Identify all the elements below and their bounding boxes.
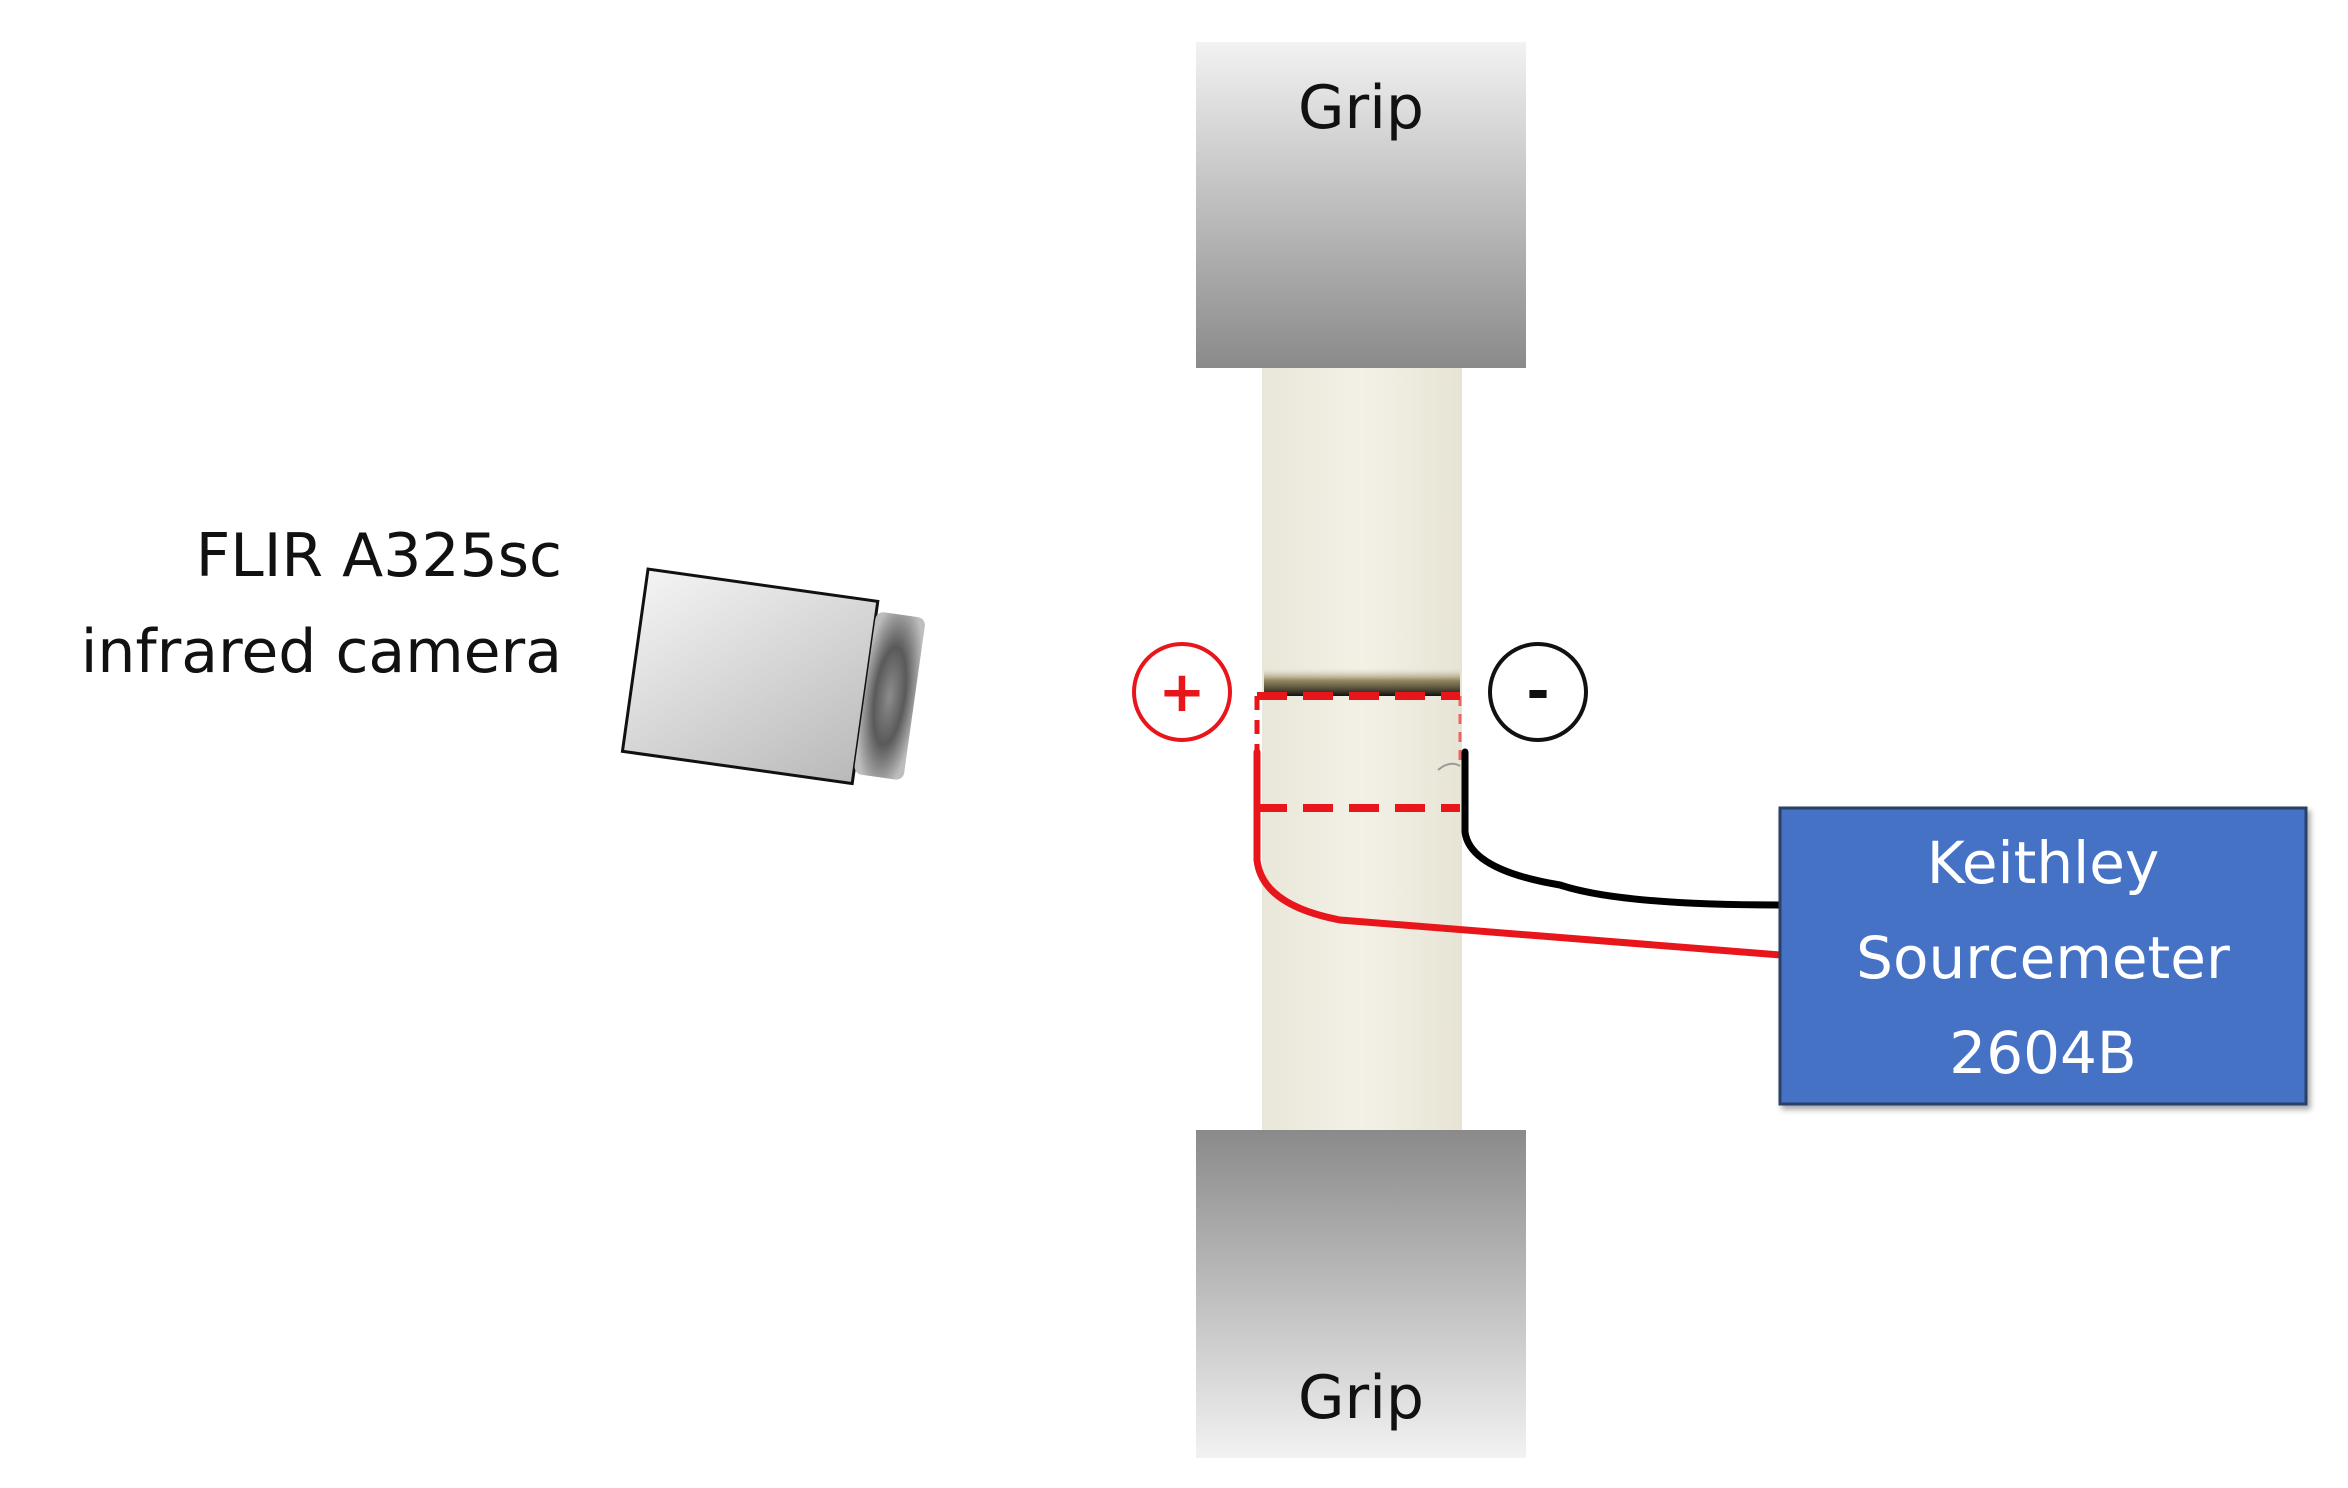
svg-text:+: +: [1159, 660, 1206, 725]
grip-top: [1196, 42, 1526, 368]
camera-label-line1: FLIR A325sc: [196, 521, 562, 591]
specimen-strip: [1262, 360, 1462, 1135]
positive-terminal-marker: +: [1132, 642, 1232, 742]
svg-text:-: -: [1526, 659, 1549, 724]
positive-wire: [1253, 748, 1784, 959]
grip-bottom: [1196, 1130, 1526, 1458]
burn-mark: [1264, 668, 1460, 696]
sourcemeter-box: Keithley Sourcemeter 2604B: [1778, 806, 2308, 1106]
camera-label-line2: infrared camera: [81, 617, 562, 687]
grip-top-label: Grip: [1298, 73, 1424, 143]
infrared-camera-icon: [620, 567, 925, 786]
negative-wire: [1461, 748, 1784, 909]
sourcemeter-line1: Keithley: [1927, 829, 2160, 897]
negative-terminal-marker: -: [1488, 642, 1588, 742]
sourcemeter-line2: Sourcemeter: [1856, 924, 2230, 992]
camera-lens: [854, 612, 925, 780]
grip-bottom-label: Grip: [1298, 1363, 1424, 1433]
negative-contact: [1437, 762, 1461, 771]
sourcemeter-line3: 2604B: [1949, 1019, 2136, 1087]
camera-body: [620, 567, 880, 786]
